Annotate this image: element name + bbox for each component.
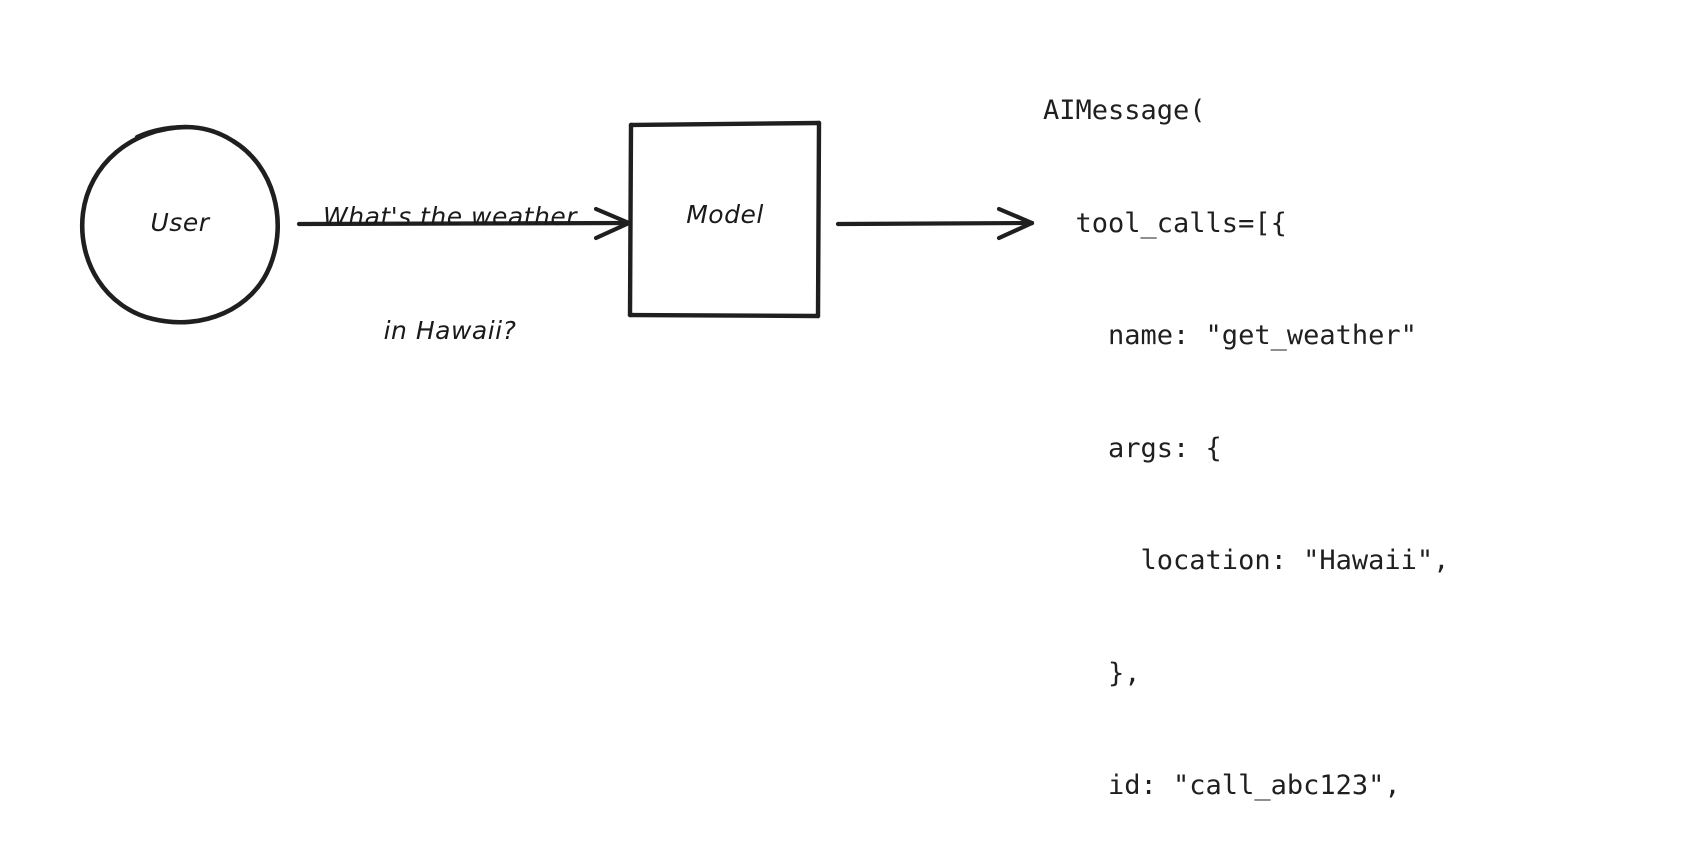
edge-label-line-1: What's the weather: [323, 202, 577, 231]
code-line: tool_calls=[{: [1043, 207, 1287, 239]
code-line: id: "call_abc123",: [1043, 770, 1401, 801]
ai-message-code-block: AIMessage( tool_calls=[{ name: "get_weat…: [1043, 17, 1449, 864]
model-node-label: Model: [686, 200, 764, 229]
code-line: args: {: [1043, 432, 1222, 464]
arrow-user-to-model: [296, 206, 632, 241]
sketch-layer: [79, 120, 1035, 325]
edge-label-user-to-model: What's the weather in Hawaii?: [270, 122, 630, 426]
code-line: AIMessage(: [1043, 95, 1206, 126]
code-line: name: "get_weather": [1043, 320, 1417, 351]
code-line: },: [1043, 657, 1141, 689]
model-node-shape: [627, 120, 822, 319]
code-line: location: "Hawaii",: [1043, 545, 1450, 576]
diagram-canvas: User Model What's the weather in Hawaii?…: [79, 95, 1450, 801]
edge-label-line-2: in Hawaii?: [383, 316, 517, 345]
arrow-model-to-output: [835, 206, 1035, 241]
user-node-label: User: [150, 208, 210, 237]
user-node-shape: [79, 124, 280, 325]
